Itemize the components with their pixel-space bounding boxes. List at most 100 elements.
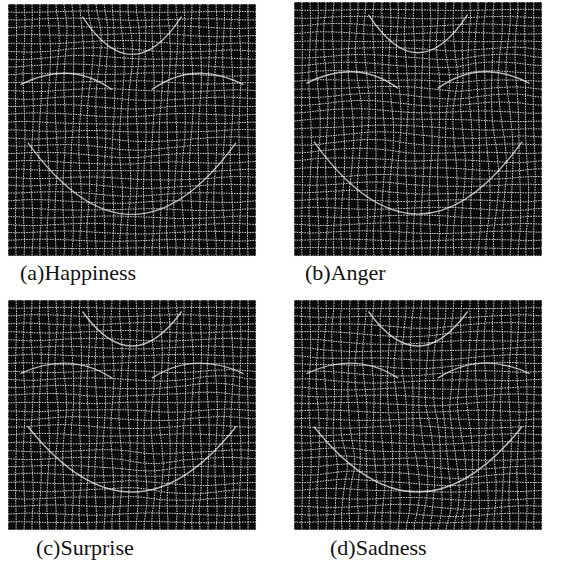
grid-line [8,11,256,12]
grid-line [8,239,256,241]
grid-line [364,2,369,256]
grid-line [8,184,256,188]
grid-line [79,4,84,256]
grid-line [8,145,256,151]
grid-line [8,409,256,412]
grid-line [517,300,520,530]
grid-line [373,2,377,256]
grid-line [8,81,256,84]
grid-line [402,300,410,530]
grid-line [491,2,499,256]
grid-line [475,2,481,256]
grid-line [8,465,256,471]
grid-line [294,530,542,531]
grid-line [247,300,249,530]
grid-line [294,47,542,51]
grid-line [498,2,506,256]
grid-line [206,4,209,256]
grid-line [8,505,256,507]
grid-line [199,300,202,530]
grid-line [457,300,466,530]
grid-line [294,223,542,226]
grid-line [181,4,185,256]
grid-line [8,300,256,301]
grid-line [468,2,473,256]
grid-line [316,2,320,256]
grid-line [348,2,354,256]
face-contour [306,72,398,89]
grid-line [8,121,256,124]
grid-line [47,4,51,256]
grid-line [198,4,201,256]
grid-line [8,402,256,404]
face-contour [314,142,522,214]
grid-line [8,26,256,29]
grid-line [144,4,146,256]
grid-line [8,330,256,333]
grid-line [294,248,542,249]
grid-line [71,4,74,256]
grid-line [294,207,542,210]
grid-line [151,4,154,256]
grid-line [542,300,543,530]
panel-caption: (d)Sadness [330,537,427,559]
grid-line [8,392,256,396]
grid-line [294,354,542,360]
grid-line [302,2,303,256]
grid-line [120,4,125,256]
grid-line [533,2,535,256]
grid-line [475,300,479,530]
grid-line [183,300,186,530]
grid-line [433,300,442,530]
grid-line [394,300,400,530]
grid-line [8,315,256,317]
grid-line [461,2,466,256]
grid-line [167,300,170,530]
grid-line [533,300,534,530]
grid-line [396,2,401,256]
grid-line [294,379,542,383]
grid-line [223,300,226,530]
face-contour [152,363,244,378]
grid-line [501,300,504,530]
grid-line [294,479,542,486]
grid-line [15,4,16,256]
face-contour [314,427,522,493]
grid-line [71,300,74,530]
grid-line [144,300,147,530]
face-contour [368,312,467,347]
grid-line [8,18,256,20]
grid-line [8,137,256,142]
grid-line [23,300,25,530]
grid-line [294,323,542,329]
grid-line [8,521,256,522]
grid-line [484,300,488,530]
grid-line [8,488,256,494]
face-contour [28,427,236,493]
grid-line [380,300,385,530]
grid-line [8,376,256,381]
grid-line [8,152,256,157]
grid-line [316,300,319,530]
grid-line [8,370,256,373]
grid-line [355,300,360,530]
grid-line [294,239,542,241]
grid-line [484,2,491,256]
grid-line [31,300,34,530]
grid-line [294,62,542,67]
grid-line [8,497,256,501]
grid-line [8,473,256,476]
grid-line [8,530,256,531]
grid-line [294,394,542,398]
grid-line [239,300,241,530]
face-contour [82,312,181,347]
grid-line [256,300,257,530]
grid-line [87,300,90,530]
grid-line [309,300,311,530]
panel-ground [8,300,256,530]
grid-line [39,300,41,530]
grid-line [294,125,542,130]
grid-line [239,4,241,256]
grid-line [15,300,16,530]
